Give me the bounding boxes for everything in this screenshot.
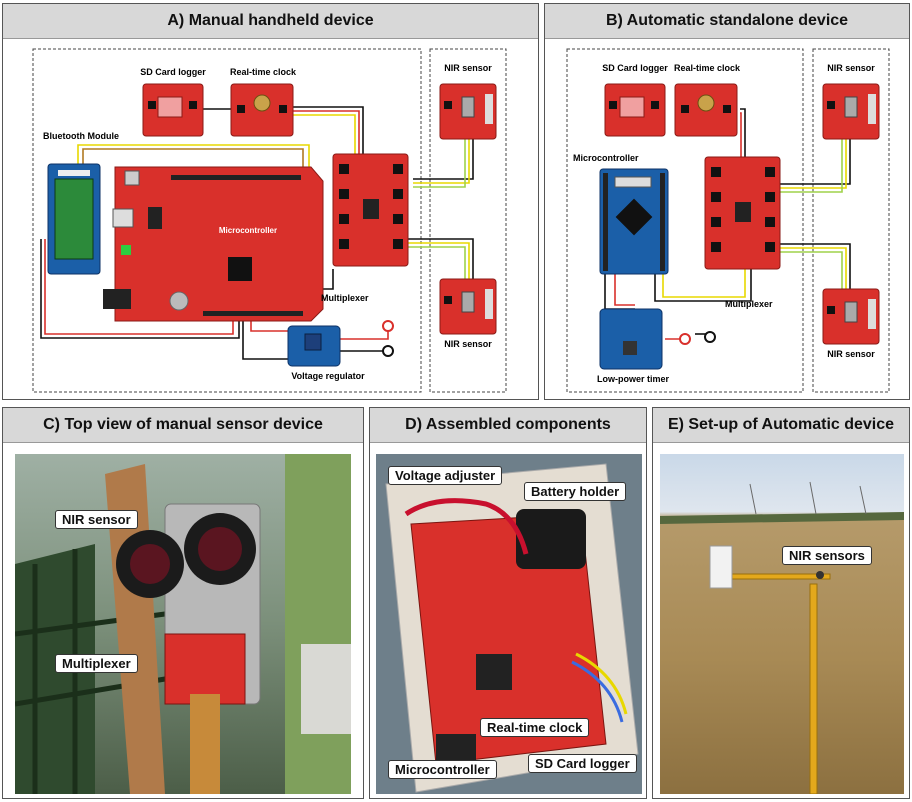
bluetooth-module-a [47, 163, 101, 275]
label-a-nir-sensor-top: NIR sensor [444, 63, 492, 73]
label-b-sd-card-logger: SD Card logger [602, 63, 668, 73]
callout-c-nir-sensor: NIR sensor [55, 510, 138, 529]
label-a-real-time-clock: Real-time clock [230, 67, 297, 77]
microcontroller-board-b [599, 168, 669, 275]
label-b-low-power-timer: Low-power timer [597, 374, 670, 384]
schematic-a: SD Card logger Real-time clock Bluetooth… [32, 48, 507, 393]
photo-d-art [385, 463, 639, 793]
callout-d-sd-card-logger: SD Card logger [528, 754, 637, 773]
panel-e: E) Set-up of Automatic device NIR sensor… [652, 407, 910, 799]
panel-a-title: A) Manual handheld device [3, 4, 538, 39]
sd-card-logger-board-a [142, 83, 204, 137]
panel-a: A) Manual handheld device [2, 3, 539, 400]
callout-d-real-time-clock: Real-time clock [480, 718, 590, 737]
label-a-sd-card-logger: SD Card logger [140, 67, 206, 77]
label-b-nir-sensor-bottom: NIR sensor [827, 349, 875, 359]
sd-card-logger-board-b [604, 83, 666, 137]
microcontroller-board-a [103, 166, 324, 322]
multiplexer-board-b [704, 156, 781, 270]
label-a-bluetooth-module: Bluetooth Module [43, 131, 119, 141]
label-b-microcontroller: Microcontroller [573, 153, 639, 163]
photo-c: NIR sensor Multiplexer [15, 454, 351, 794]
callout-d-battery-holder: Battery holder [524, 482, 627, 501]
nir-sensor-board-b-bottom [822, 288, 880, 345]
schematic-b: SD Card logger Real-time clock Microcont… [566, 48, 890, 393]
multiplexer-board-a [332, 153, 409, 267]
nir-sensor-board-a-bottom [439, 278, 497, 335]
photo-e: NIR sensors [660, 454, 904, 794]
panel-e-title: E) Set-up of Automatic device [653, 408, 909, 443]
voltage-regulator-board-a [287, 320, 394, 367]
real-time-clock-board-b [674, 83, 738, 137]
photo-d: Voltage adjuster Battery holder Real-tim… [376, 454, 642, 794]
callout-e-nir-sensors: NIR sensors [782, 546, 872, 565]
panel-d-title: D) Assembled components [370, 408, 646, 443]
label-a-microcontroller: Microcontroller [219, 226, 277, 235]
panel-b-title: B) Automatic standalone device [545, 4, 909, 39]
callout-c-multiplexer: Multiplexer [55, 654, 138, 673]
label-b-real-time-clock: Real-time clock [674, 63, 741, 73]
nir-sensor-board-a-top [439, 83, 497, 140]
label-a-multiplexer: Multiplexer [321, 293, 369, 303]
label-a-nir-sensor-bottom: NIR sensor [444, 339, 492, 349]
label-a-voltage-regulator: Voltage regulator [291, 371, 365, 381]
callout-d-microcontroller: Microcontroller [388, 760, 497, 779]
real-time-clock-board-a [230, 83, 294, 137]
photo-e-art [660, 481, 904, 794]
panel-c: C) Top view of manual sensor device NIR … [2, 407, 364, 799]
label-b-nir-sensor-top: NIR sensor [827, 63, 875, 73]
label-b-multiplexer: Multiplexer [725, 299, 773, 309]
photo-c-art [15, 454, 351, 794]
panel-d: D) Assembled components Voltage adjuster… [369, 407, 647, 799]
callout-d-voltage-adjuster: Voltage adjuster [388, 466, 503, 485]
panel-b: B) Automatic standalone device SD Card l… [544, 3, 910, 400]
nir-sensor-board-b-top [822, 83, 880, 140]
panel-c-title: C) Top view of manual sensor device [3, 408, 363, 443]
low-power-timer-board-b [599, 308, 716, 370]
